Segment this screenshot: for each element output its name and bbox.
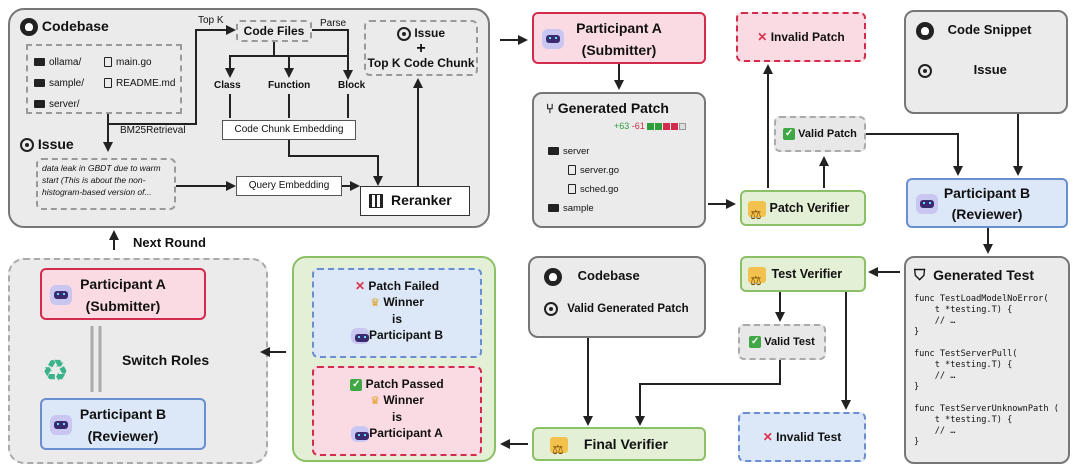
class-label: Class — [214, 80, 241, 91]
block-label: Block — [338, 80, 366, 91]
file-item: README.md — [104, 73, 175, 94]
folder-icon — [34, 79, 45, 88]
robot-icon — [351, 425, 370, 442]
dir-item: server/ — [34, 94, 84, 115]
participant-b-reviewer: Participant B (Reviewer) — [906, 178, 1068, 228]
generated-patch-title: ⑂ Generated Patch — [546, 100, 669, 117]
git-pull-request-icon: ⑂ — [546, 102, 554, 117]
chunk-embedding-node: Code Chunk Embedding — [222, 120, 356, 140]
scale-icon — [748, 200, 766, 232]
patch-target-icon — [544, 302, 558, 316]
robot-icon — [50, 415, 72, 435]
valid-generated-patch: Valid Generated Patch — [544, 302, 689, 316]
cross-icon: ✕ — [354, 279, 366, 293]
robot-icon — [350, 327, 369, 344]
check-icon: ✓ — [783, 128, 796, 141]
patch-tree: server server.go sched.go sample — [548, 142, 619, 218]
function-label: Function — [268, 80, 311, 91]
folder-icon — [34, 100, 45, 109]
generated-patch-card — [532, 92, 706, 228]
reranker-node: Reranker — [360, 186, 470, 216]
patch-failed-card: ✕ Patch Failed ♛ Winner is Participant B — [312, 268, 482, 358]
generated-test-code: func TestLoadModelNoError( t *testing.T)… — [914, 294, 1059, 447]
participant-b-card: Participant B (Reviewer) — [40, 398, 206, 450]
check-icon: ✓ — [350, 378, 363, 391]
participant-a-submitter: Participant A (Submitter) — [532, 12, 706, 64]
valid-patch-node: ✓ Valid Patch — [774, 116, 866, 152]
tree-file: server.go — [548, 161, 619, 180]
dir-item: sample/ — [34, 73, 84, 94]
github-icon — [544, 268, 562, 286]
next-round-label: Next Round — [133, 235, 206, 250]
robot-icon — [916, 194, 938, 214]
invalid-patch-node: ✕ Invalid Patch — [736, 12, 866, 62]
invalid-test-node: ✕ Invalid Test — [738, 412, 866, 462]
scale-icon — [550, 436, 568, 466]
cross-icon: ✕ — [757, 30, 768, 44]
robot-icon — [542, 29, 564, 49]
codebase-heading: Codebase — [20, 18, 109, 37]
folder-icon — [34, 58, 45, 67]
dir-item: ollama/ — [34, 52, 84, 73]
diff-bar — [647, 122, 687, 132]
code-files-node: Code Files — [236, 20, 312, 42]
test-verifier: Test Verifier — [740, 256, 866, 298]
shield-check-icon: ⛉ — [914, 266, 926, 284]
scale-icon — [748, 266, 766, 298]
folder-icon — [548, 204, 559, 213]
patch-passed-card: ✓ Patch Passed ♛ Winner is Participant A — [312, 366, 482, 456]
robot-icon — [50, 285, 72, 305]
file-icon — [568, 184, 576, 195]
participant-a-card: Participant A (Submitter) — [40, 268, 206, 320]
bar-chart-icon — [369, 194, 383, 209]
cross-icon: ✕ — [762, 430, 773, 444]
code-snippet-title: Code Snippet — [916, 22, 1031, 40]
issue-icon — [918, 63, 932, 78]
file-icon — [104, 78, 112, 89]
file-tree-box — [26, 44, 182, 114]
generated-test-card — [904, 256, 1070, 464]
code-snippet-issue: Issue — [918, 62, 1007, 78]
issue-icon — [396, 26, 411, 41]
issue-icon — [20, 138, 34, 153]
folder-icon — [548, 147, 559, 156]
diff-stat: +63 -61 — [614, 121, 687, 132]
dir-list: ollama/ sample/ server/ — [34, 52, 84, 115]
issue-text: data leak in GBDT due to warm start (Thi… — [42, 163, 161, 197]
file-list: main.go README.md — [104, 52, 175, 94]
bm25-label: BM25Retrieval — [120, 125, 186, 136]
tree-dir: sample — [548, 199, 619, 218]
tree-dir: server — [548, 142, 619, 161]
topk-label: Top K — [198, 15, 224, 26]
codebase-patch-title: Codebase — [544, 268, 640, 286]
patch-verifier: Patch Verifier — [740, 190, 866, 232]
parse-label: Parse — [320, 18, 347, 29]
generated-test-title: ⛉ Generated Test — [914, 266, 1035, 284]
switch-roles-label: Switch Roles — [122, 352, 210, 368]
issue-heading: Issue — [20, 136, 74, 153]
tree-file: sched.go — [548, 180, 619, 199]
valid-test-node: ✓ Valid Test — [738, 324, 826, 360]
trophy-icon: ♛ — [370, 296, 380, 309]
file-item: main.go — [104, 52, 175, 73]
github-icon — [20, 18, 38, 37]
query-embedding-node: Query Embedding — [236, 176, 342, 196]
recycle-icon: ♻ — [42, 354, 69, 389]
file-icon — [568, 165, 576, 176]
trophy-icon: ♛ — [370, 394, 380, 407]
issue-topk-node: Issue + Top K Code Chunk — [364, 20, 478, 76]
final-verifier: Final Verifier — [532, 427, 706, 466]
github-icon — [916, 22, 934, 40]
file-icon — [104, 57, 112, 68]
check-icon: ✓ — [749, 336, 762, 349]
